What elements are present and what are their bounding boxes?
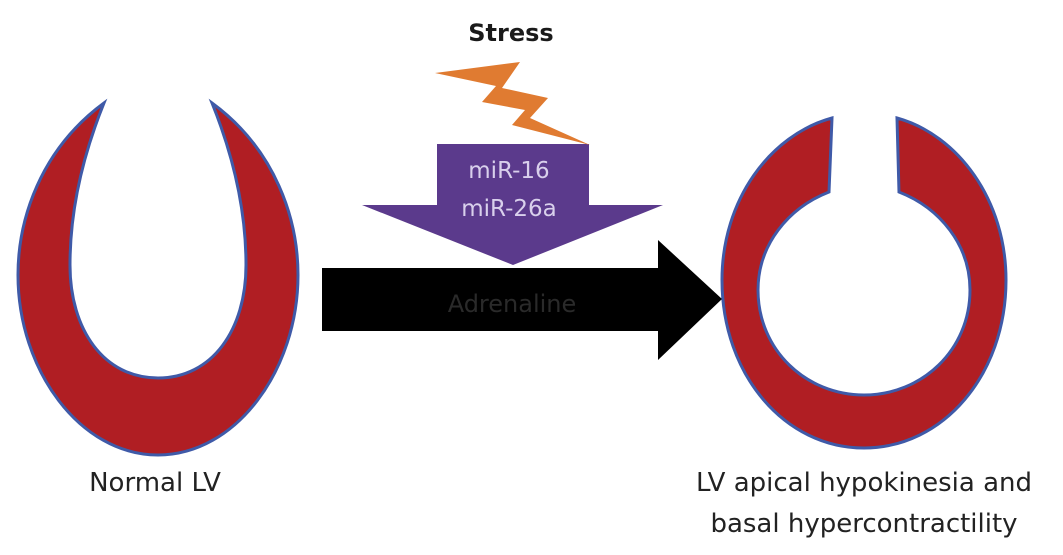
normal-lv-label: Normal LV xyxy=(89,468,221,498)
abnormal-lv-shape xyxy=(720,116,1008,450)
stress-label: Stress xyxy=(468,19,553,47)
mirna-label-2: miR-26a xyxy=(461,196,557,222)
abnormal-lv-label-line1: LV apical hypokinesia and xyxy=(696,468,1032,498)
mirna-label-1: miR-16 xyxy=(468,158,549,184)
adrenaline-label: Adrenaline xyxy=(448,290,577,318)
mirna-arrow: miR-16 miR-26a xyxy=(362,144,663,265)
abnormal-lv-label-line2: basal hypercontractility xyxy=(710,509,1017,539)
lightning-bolt-icon xyxy=(435,62,590,145)
adrenaline-arrow: Adrenaline xyxy=(322,240,722,360)
normal-lv-shape xyxy=(16,98,300,457)
